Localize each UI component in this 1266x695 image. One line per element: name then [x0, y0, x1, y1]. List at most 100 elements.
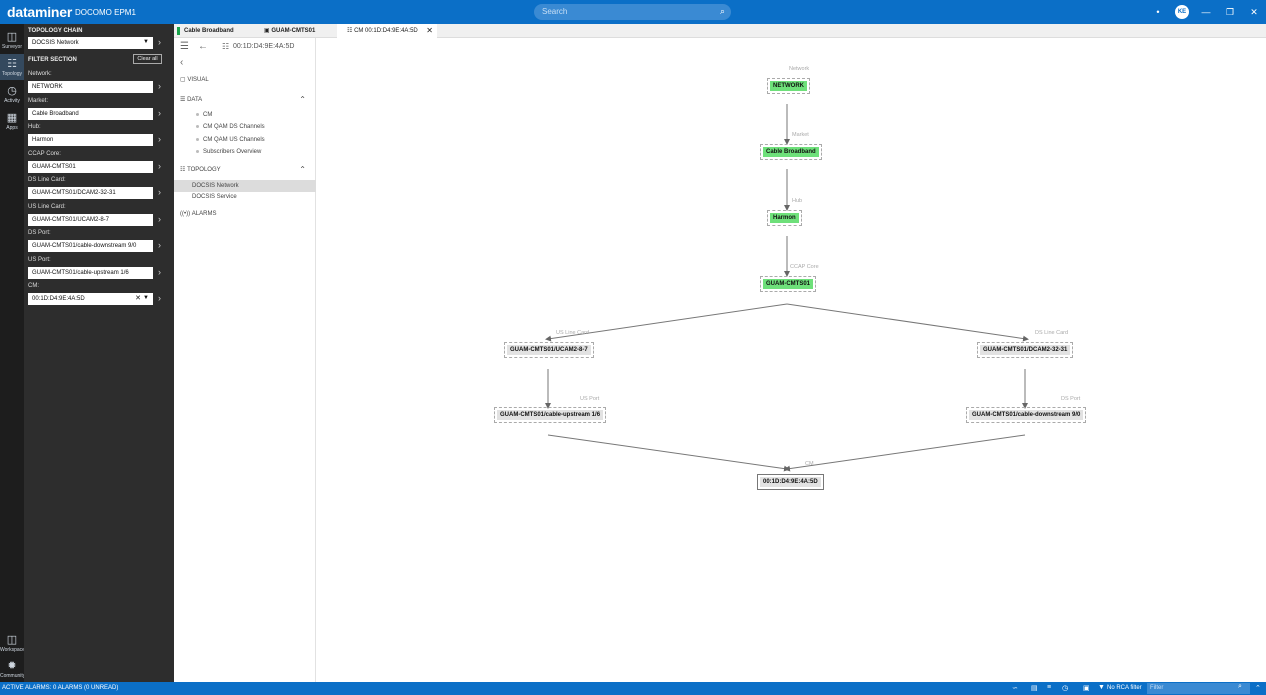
chevron-up-icon[interactable]: ⌃ [1255, 685, 1261, 692]
filter-field-us-line-card[interactable]: GUAM-CMTS01/UCAM2-8-7 [28, 214, 153, 226]
user-avatar[interactable]: KE [1175, 5, 1189, 19]
rail-label: Activity [4, 98, 20, 104]
filter-placeholder: Filter [1150, 685, 1164, 691]
title-bar: dataminer DOCOMO EPM1 Search ⌕ • KE — ❐ … [0, 0, 1266, 24]
tab-label: CM 00:1D:D4:9E:4A:5D [354, 28, 418, 34]
filter-label-us-port: US Port: [28, 257, 51, 263]
nav-topology[interactable]: ☷ TOPOLOGY ⌃ [174, 165, 316, 174]
rail-item-activity[interactable]: ◷ Activity [0, 81, 24, 107]
rail-item-workspace[interactable]: ◫ Workspace [0, 630, 25, 656]
chevron-right-icon[interactable]: › [158, 108, 161, 118]
nav-data-item[interactable]: CM QAM DS Channels [174, 124, 316, 130]
chevron-right-icon[interactable]: › [158, 81, 161, 91]
connector-dsport-cm [784, 434, 1026, 472]
chevron-right-icon[interactable]: › [158, 214, 161, 224]
nav-data-item[interactable]: CM QAM US Channels [174, 137, 316, 143]
active-alarms-status[interactable]: ACTIVE ALARMS: 0 ALARMS (0 UNREAD) [2, 685, 119, 691]
restore-icon[interactable]: ❐ [1225, 6, 1235, 17]
node-label-ds-port: DS Port [1061, 396, 1081, 402]
nav-topology-docsis-service[interactable]: DOCSIS Service [174, 194, 316, 200]
filter-field-ds-port[interactable]: GUAM-CMTS01/cable-downstream 9/0 [28, 240, 153, 252]
chevron-right-icon[interactable]: › [158, 187, 161, 197]
rail-item-community[interactable]: ✹ Community [0, 656, 25, 682]
node-cm[interactable]: 00:1D:D4:9E:4A:5D [757, 474, 824, 490]
global-search-input[interactable]: Search ⌕ [534, 4, 731, 20]
tab-guam-cmts01[interactable]: ▣ GUAM-CMTS01 [256, 24, 336, 38]
nav-topology-docsis-network[interactable]: DOCSIS Network [174, 180, 316, 192]
chevron-right-icon[interactable]: › [158, 37, 161, 47]
chevron-down-icon: ▼ [143, 39, 149, 45]
node-value: 00:1D:D4:9E:4A:5D [760, 477, 821, 487]
sort-icon[interactable]: ≡ [1047, 684, 1052, 691]
tab-cm[interactable]: ☷ CM 00:1D:D4:9E:4A:5D ✕ [337, 24, 437, 38]
filter-field-market[interactable]: Cable Broadband [28, 108, 153, 120]
collapse-chevron-icon[interactable]: ‹ [180, 57, 184, 68]
nav-label: ALARMS [191, 211, 217, 217]
node-ccap-core[interactable]: GUAM-CMTS01 [760, 276, 817, 292]
community-icon: ✹ [7, 660, 17, 672]
element-icon: ▣ [264, 28, 270, 34]
clear-all-button[interactable]: Clear all [133, 54, 162, 64]
close-icon[interactable]: ✕ [1250, 6, 1258, 17]
nav-data[interactable]: ☰ DATA ⌃ [174, 95, 316, 104]
node-label-cm: CM [805, 461, 814, 467]
chevron-up-icon[interactable]: ⌃ [299, 165, 306, 174]
trend-icon[interactable]: ∽ [1012, 685, 1018, 692]
chevron-right-icon[interactable]: › [158, 267, 161, 277]
chevron-right-icon[interactable]: › [158, 293, 161, 303]
funnel-icon[interactable]: ▼ [1098, 684, 1105, 691]
minimize-icon[interactable]: — [1201, 7, 1211, 17]
filter-field-cm[interactable]: 00:1D:D4:9E:4A:5D ✕ ▼ [28, 293, 153, 305]
topology-chain-dropdown[interactable]: DOCSIS Network ▼ [28, 37, 153, 49]
connector-ccap-usline [545, 303, 788, 342]
chevron-right-icon[interactable]: › [158, 134, 161, 144]
notification-dot-icon[interactable]: • [1156, 7, 1160, 17]
rail-item-apps[interactable]: ▦ Apps [0, 108, 24, 134]
back-arrow-icon[interactable]: ← [198, 41, 208, 52]
alarm-icon: ((•)) [180, 211, 191, 217]
nav-alarms[interactable]: ((•)) ALARMS [174, 211, 316, 217]
node-label-hub: Hub [792, 198, 803, 204]
filter-label-ds-line-card: DS Line Card: [28, 177, 66, 183]
node-network[interactable]: NETWORK [767, 78, 810, 94]
filter-section-title: FILTER SECTION [28, 57, 77, 63]
nav-data-item[interactable]: Subscribers Overview [174, 149, 316, 155]
rca-filter-status[interactable]: No RCA filter [1107, 685, 1142, 691]
topology-chain-title: TOPOLOGY CHAIN [28, 28, 83, 34]
filter-field-us-port[interactable]: GUAM-CMTS01/cable-upstream 1/6 [28, 267, 153, 279]
list-view-icon[interactable]: ▤ [1031, 685, 1038, 692]
settings-icon[interactable]: ▣ [1083, 685, 1090, 692]
node-us-port[interactable]: GUAM-CMTS01/cable-upstream 1/6 [494, 407, 607, 423]
nav-visual[interactable]: ▢ VISUAL [174, 76, 316, 83]
chevron-down-icon[interactable]: ▼ [143, 295, 149, 301]
rail-item-surveyor[interactable]: ◫ Surveyor [0, 27, 24, 53]
node-label-market: Market [792, 132, 809, 138]
filter-label-ccap-core: CCAP Core: [28, 151, 61, 157]
node-ds-port[interactable]: GUAM-CMTS01/cable-downstream 9/0 [966, 407, 1087, 423]
node-hub[interactable]: Harmon [767, 210, 802, 226]
status-filter-input[interactable]: Filter [1147, 683, 1250, 694]
hamburger-icon[interactable]: ☰ [180, 41, 189, 52]
close-tab-icon[interactable]: ✕ [426, 26, 433, 35]
nav-data-item[interactable]: CM [174, 112, 316, 118]
node-ds-line-card[interactable]: GUAM-CMTS01/DCAM2-32-31 [977, 342, 1074, 358]
chevron-up-icon[interactable]: ⌃ [299, 95, 306, 104]
node-market[interactable]: Cable Broadband [760, 144, 822, 160]
node-label-ccap-core: CCAP Core [790, 264, 819, 270]
node-us-line-card[interactable]: GUAM-CMTS01/UCAM2-8-7 [504, 342, 594, 358]
node-value: GUAM-CMTS01/cable-downstream 9/0 [969, 410, 1084, 420]
search-icon[interactable]: ⌕ [719, 6, 725, 16]
chevron-right-icon[interactable]: › [158, 161, 161, 171]
clear-icon[interactable]: ✕ [135, 295, 141, 302]
rail-item-topology[interactable]: ☷ Topology [0, 54, 24, 80]
apps-icon: ▦ [6, 112, 18, 124]
tab-cable-broadband[interactable]: Cable Broadband [174, 24, 256, 38]
filter-field-hub[interactable]: Harmon [28, 134, 153, 146]
search-icon[interactable]: ⌕ [1238, 683, 1242, 690]
filter-field-ccap-core[interactable]: GUAM-CMTS01 [28, 161, 153, 173]
filter-field-ds-line-card[interactable]: GUAM-CMTS01/DCAM2-32-31 [28, 187, 153, 199]
chevron-right-icon[interactable]: › [158, 240, 161, 250]
filter-field-network[interactable]: NETWORK [28, 81, 153, 93]
clock-icon[interactable]: ◷ [1062, 685, 1069, 692]
bullet-icon [196, 124, 199, 128]
